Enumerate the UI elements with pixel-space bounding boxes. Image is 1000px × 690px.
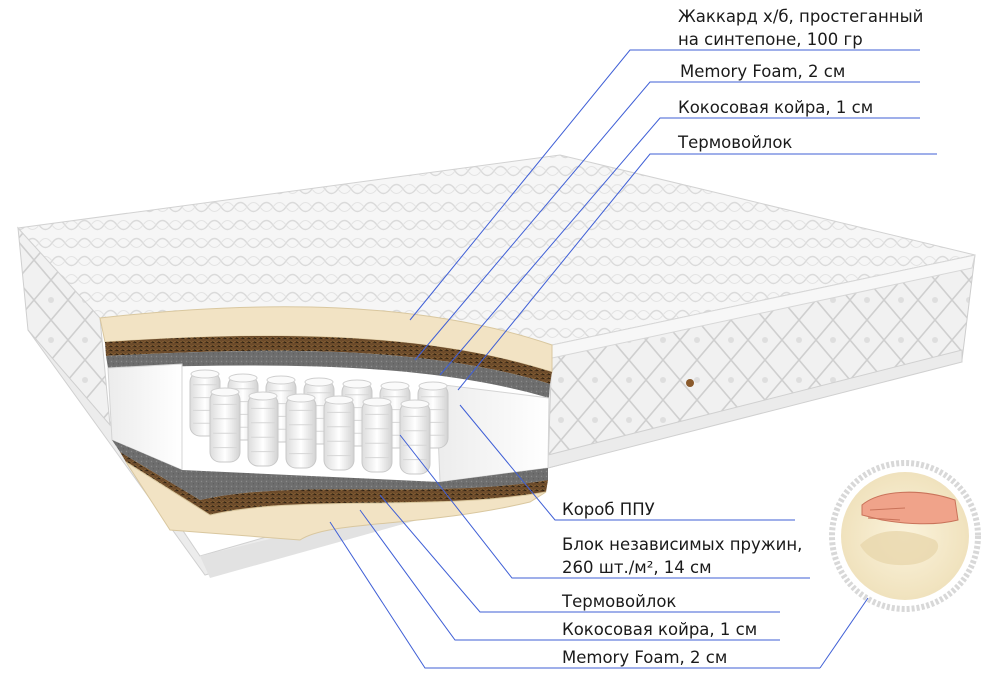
mattress-right-side (547, 254, 976, 469)
hand-print-imprint (860, 530, 939, 566)
label-jacquard-line2: на синтепоне, 100 гр (678, 30, 863, 49)
label-box: Короб ППУ (562, 500, 655, 519)
label-felt-top: Термовойлок (677, 133, 792, 152)
label-memory-foam-bottom: Memory Foam, 2 см (562, 648, 727, 667)
labels-top: Жаккард х/б, простеганный на синтепоне, … (677, 7, 923, 152)
leader-memory-foam-top (414, 81, 920, 361)
hand-icon (861, 491, 959, 525)
layer-felt-top (106, 350, 550, 398)
leader-memory-foam-bottom (329, 521, 820, 669)
spring-pocket (323, 395, 355, 471)
leader-inset (819, 597, 869, 669)
layer-coir-top (105, 335, 552, 384)
spring-pocket (209, 387, 241, 463)
label-springs-line1: Блок независимых пружин, (562, 535, 802, 554)
label-memory-foam-top: Memory Foam, 2 см (680, 62, 845, 81)
label-coir-bottom: Кокосовая койра, 1 см (562, 620, 757, 639)
spring-pocket (399, 399, 431, 475)
memory-foam-inset (829, 460, 981, 612)
labels-bottom: Короб ППУ Блок независимых пружин, 260 ш… (561, 500, 802, 667)
leader-coir-top (439, 117, 920, 376)
label-springs-line2: 260 шт./м², 14 см (562, 558, 712, 577)
leader-springs (399, 434, 810, 579)
pocket-spring-block (189, 369, 449, 475)
layer-coir-bottom (120, 452, 548, 515)
air-vent-icon (686, 379, 694, 387)
leader-felt-top (457, 153, 937, 391)
leader-lines (329, 49, 937, 669)
spring-pocket (247, 391, 279, 467)
label-felt-bottom: Термовойлок (561, 592, 676, 611)
cutaway-top-layers (99, 306, 553, 398)
label-jacquard-line1: Жаккард х/б, простеганный (678, 7, 923, 26)
leader-coir-bottom (359, 509, 780, 641)
spring-pocket (361, 397, 393, 473)
spring-pocket (285, 393, 317, 469)
leader-jacquard (409, 49, 920, 321)
label-coir-top: Кокосовая койра, 1 см (678, 98, 873, 117)
foam-box-right (435, 383, 550, 483)
leader-felt-bottom (379, 494, 780, 613)
leader-box (459, 404, 795, 521)
